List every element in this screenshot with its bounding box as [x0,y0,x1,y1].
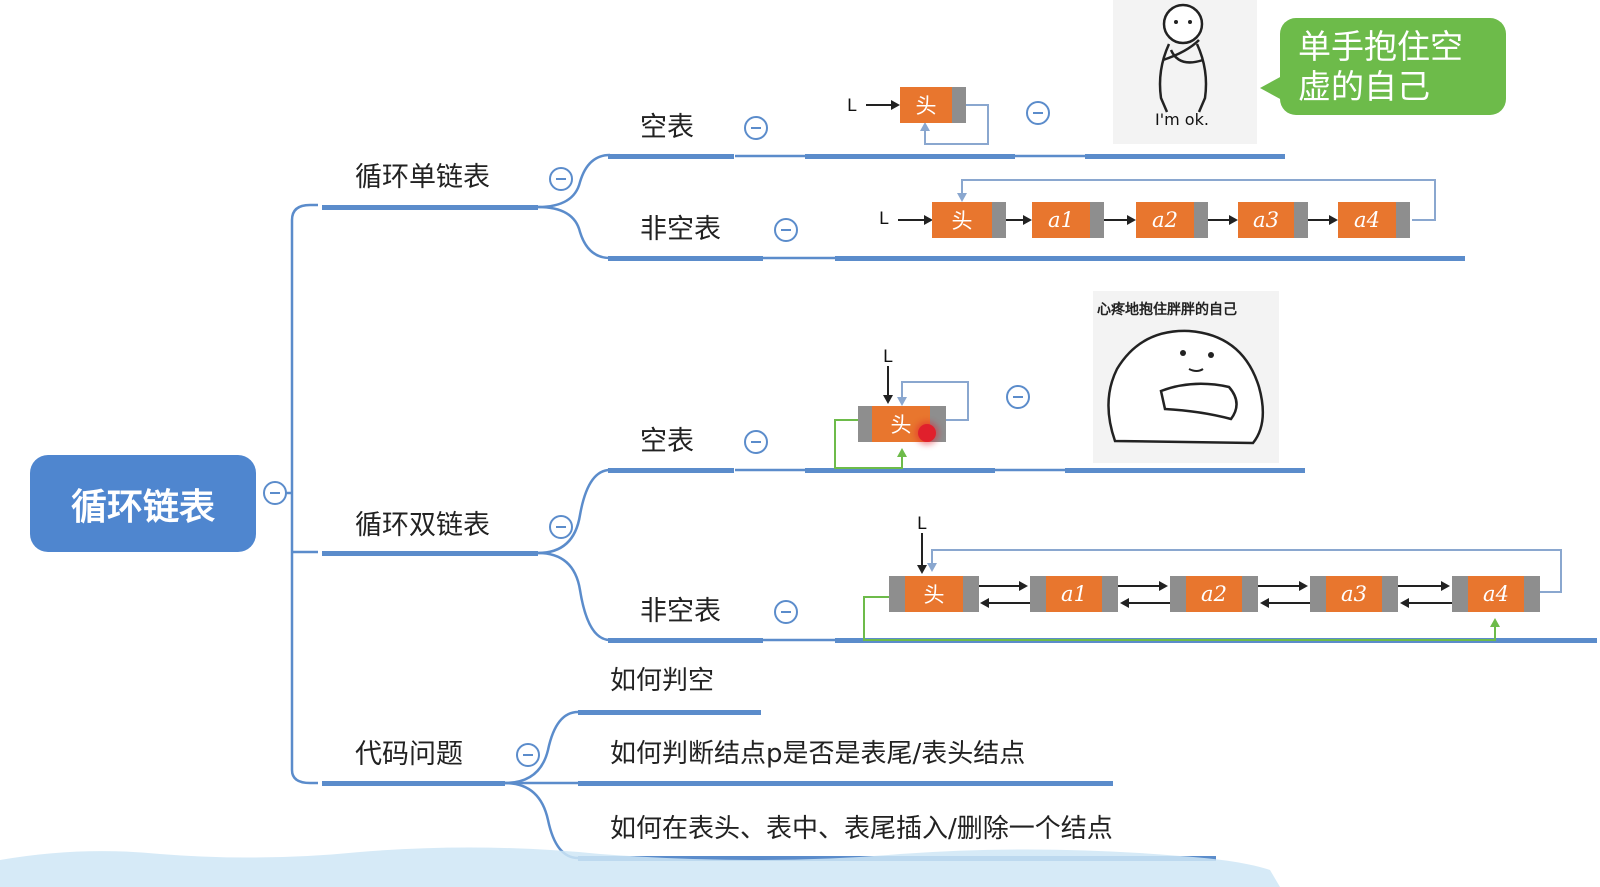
root-collapse-toggle[interactable] [263,481,287,505]
head-node-label: 头 [872,406,930,442]
speech-bubble: 单手抱住空虚的自己 [1260,18,1506,115]
code-item-2[interactable]: 如何判断结点p是否是表尾/表头结点 [610,739,1026,769]
list-node-a3: a3 [1238,202,1308,238]
list-node-a1: a1 [1030,576,1118,612]
singly-empty-diagram-underline [805,154,1015,159]
meme-im-ok-caption: I'm ok. [1155,110,1209,129]
head-node-label: 头 [932,202,992,238]
head-node-label: 头 [900,87,952,123]
list-node-label: a4 [1338,202,1396,238]
doubly-empty-underline [608,468,734,473]
pointer-l-label: L [879,209,889,229]
head-node: 头 [932,202,1006,238]
hugging-blob-icon [1107,329,1265,445]
list-node-label: a4 [1468,576,1524,612]
list-node-a1: a1 [1032,202,1104,238]
code-item-2-underline [578,781,1113,786]
doubly-empty-diagram-underline [805,468,995,473]
doubly-empty-collapse-toggle[interactable] [744,430,768,454]
singly-empty-collapse-toggle[interactable] [744,116,768,140]
branch-doubly-underline [322,551,538,556]
bottom-wave-decoration [0,847,1280,887]
code-item-3[interactable]: 如何在表头、表中、表尾插入/删除一个结点 [610,814,1113,844]
doubly-meme-underline [1065,468,1305,473]
pointer-l-label: L [847,96,857,116]
list-node-a2: a2 [1170,576,1258,612]
singly-nonempty-collapse-toggle[interactable] [774,218,798,242]
pointer-l-label: L [883,347,893,367]
meme-im-ok-image: I'm ok. [1113,0,1257,144]
meme-hug-image: 心疼地抱住胖胖的自己 [1093,291,1279,463]
head-node: 头 [889,576,979,612]
head-node-label: 头 [905,576,963,612]
branch-code-label[interactable]: 代码问题 [355,739,463,770]
doubly-empty-diagram-collapse-toggle[interactable] [1006,385,1030,409]
singly-nonempty-label[interactable]: 非空表 [640,214,721,245]
head-node: 头 [900,87,966,123]
list-node-label: a2 [1186,576,1242,612]
pointer-l-label: L [917,514,927,534]
code-collapse-toggle[interactable] [516,743,540,767]
singly-empty-diagram-collapse-toggle[interactable] [1026,101,1050,125]
singly-empty-underline [608,154,734,159]
list-node-label: a2 [1136,202,1194,238]
singly-meme-underline [1085,154,1285,159]
stick-figure-icon [1158,3,1208,113]
singly-nonempty-underline [608,256,763,261]
doubly-nonempty-underline [608,638,763,643]
code-item-1[interactable]: 如何判空 [610,666,715,696]
doubly-empty-label[interactable]: 空表 [640,426,694,457]
singly-empty-label[interactable]: 空表 [640,112,694,143]
list-node-a3: a3 [1310,576,1398,612]
list-node-label: a3 [1238,202,1294,238]
root-node[interactable]: 循环链表 [30,455,256,552]
list-node-a4: a4 [1338,202,1410,238]
code-item-1-underline [578,710,761,715]
singly-collapse-toggle[interactable] [549,167,573,191]
branch-singly-underline [322,205,538,210]
doubly-collapse-toggle[interactable] [549,515,573,539]
list-node-label: a3 [1326,576,1382,612]
meme-hug-caption: 心疼地抱住胖胖的自己 [1097,302,1237,318]
branch-doubly-label[interactable]: 循环双链表 [355,510,490,541]
list-node-a4: a4 [1452,576,1540,612]
list-node-label: a1 [1032,202,1090,238]
singly-nonempty-diagram-underline [835,256,1465,261]
doubly-nonempty-label[interactable]: 非空表 [640,596,721,627]
branch-code-underline [322,781,505,786]
doubly-nonempty-collapse-toggle[interactable] [774,600,798,624]
root-label: 循环链表 [70,486,215,528]
speech-bubble-text: 单手抱住空虚的自己 [1298,27,1463,106]
branch-singly-label[interactable]: 循环单链表 [355,162,490,193]
list-node-label: a1 [1046,576,1102,612]
list-node-a2: a2 [1136,202,1208,238]
cursor-dot-icon [918,424,936,442]
